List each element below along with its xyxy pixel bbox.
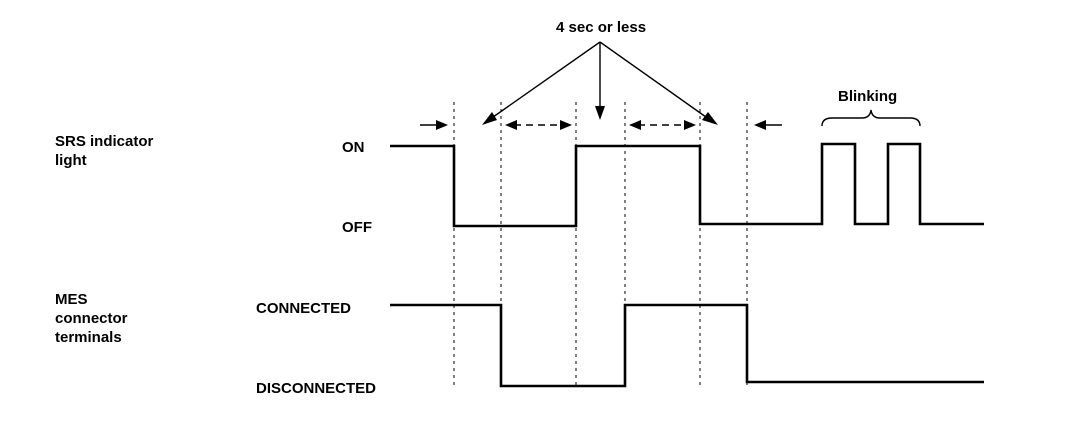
arrowhead <box>684 120 696 130</box>
interval-pointer-left <box>485 41 601 123</box>
mes-connected-label: CONNECTED <box>256 300 351 317</box>
mes-title-line-3: terminals <box>55 329 122 346</box>
srs-title-line-1: SRS indicator <box>55 133 154 150</box>
arrowhead <box>629 120 641 130</box>
arrowhead <box>754 120 766 130</box>
srs-on-label: ON <box>342 139 365 156</box>
interval-pointer-right <box>599 41 714 123</box>
mes-waveform <box>390 303 984 388</box>
blinking-brace <box>821 109 921 127</box>
srs-off-label: OFF <box>342 219 372 236</box>
blinking-label: Blinking <box>838 88 897 105</box>
mes-title-line-1: MES <box>55 291 88 308</box>
arrowhead <box>436 120 448 130</box>
arrowhead <box>505 120 517 130</box>
srs-waveform <box>390 142 984 228</box>
mes-row-title: MES connector terminals <box>55 291 132 346</box>
arrowhead <box>560 120 572 130</box>
arrowhead <box>595 106 605 120</box>
srs-row-title: SRS indicator light <box>55 133 158 169</box>
interval-label: 4 sec or less <box>556 19 646 36</box>
mes-disconnected-label: DISCONNECTED <box>256 380 376 397</box>
srs-title-line-2: light <box>55 152 87 169</box>
mes-title-line-2: connector <box>55 310 128 327</box>
arrowhead <box>702 112 718 125</box>
arrowhead <box>482 112 497 125</box>
